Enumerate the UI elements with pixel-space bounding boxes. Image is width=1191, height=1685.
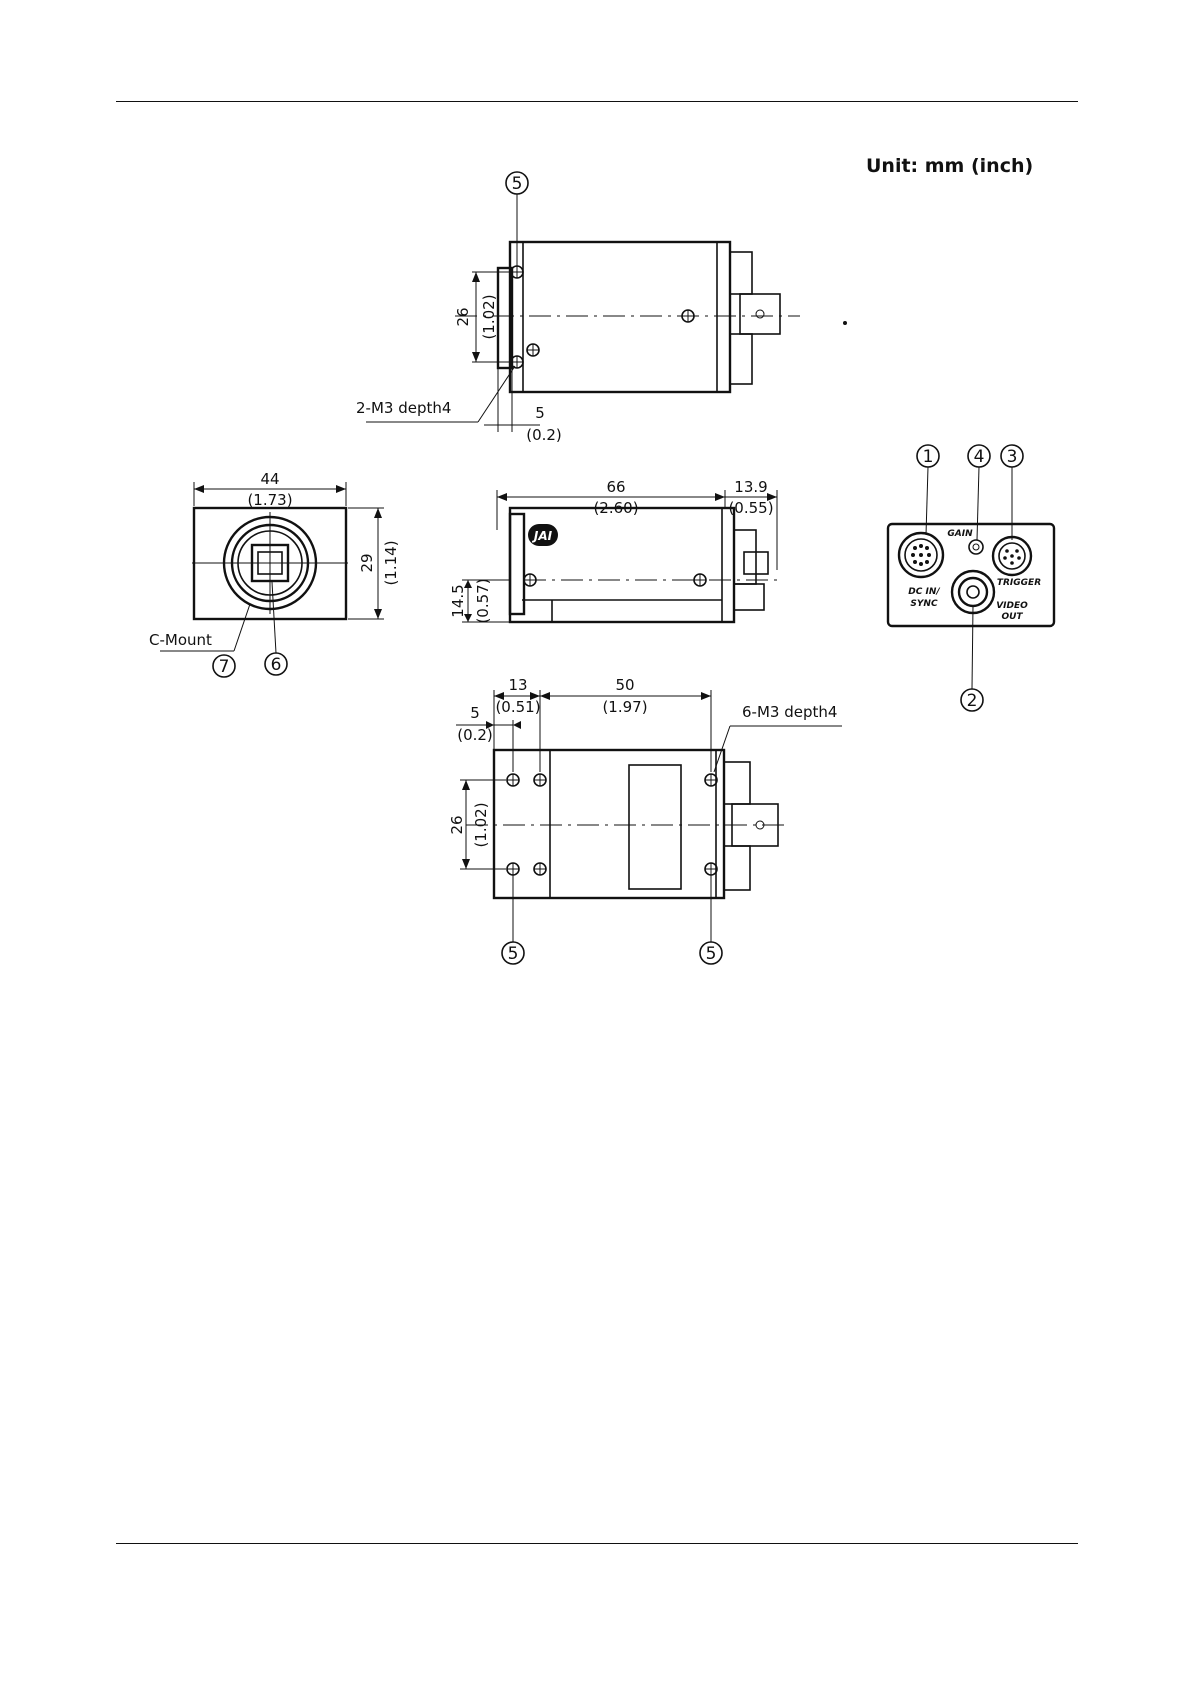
bottom-view-screw-6 [705, 863, 717, 875]
front-dim-width-in: (1.73) [247, 491, 292, 509]
video-label-1: VIDEO [996, 601, 1028, 611]
callout-5-bottom-right: 5 [706, 944, 717, 964]
bottom-hole-note: 6-M3 depth4 [742, 703, 837, 721]
bottom-dim-h-in: (1.02) [472, 802, 490, 847]
top-hole-note: 2-M3 depth4 [356, 399, 451, 417]
c-mount-label: C-Mount [149, 631, 212, 649]
top-view-connector-lower [730, 334, 752, 384]
top-view-body [510, 242, 730, 392]
trigger-label: TRIGGER [997, 578, 1041, 588]
bottom-view-body [494, 750, 724, 898]
top-dim-offset-mm: 5 [535, 404, 545, 422]
top-view: 5 26 (1.02) 2-M3 depth4 5 (0.2) [356, 172, 847, 444]
bottom-dim-a-mm: 13 [508, 676, 527, 694]
side-view-screw-2 [694, 574, 706, 586]
callout-6: 6 [271, 655, 282, 675]
bottom-view: 13 (0.51) 50 (1.97) 5 (0.2) 26 (1.02) 6-… [448, 676, 842, 964]
top-view-screw-2 [511, 356, 523, 368]
side-view-screw-1 [524, 574, 536, 586]
bottom-view-screw-4 [534, 863, 546, 875]
side-dim-length-mm: 66 [606, 478, 625, 496]
side-dim-rear-mm: 13.9 [734, 478, 767, 496]
front-dim-width-mm: 44 [260, 470, 279, 488]
callout-2: 2 [967, 691, 978, 711]
bottom-dim-a-in: (0.51) [495, 698, 540, 716]
callout-3: 3 [1007, 447, 1018, 467]
callout-4: 4 [974, 447, 985, 467]
callout-1: 1 [923, 447, 934, 467]
side-dim-center-mm: 14.5 [449, 584, 467, 617]
bottom-dim-h-mm: 26 [448, 815, 466, 834]
bottom-dim-c-in: (0.2) [457, 726, 493, 744]
dcin-label-2: SYNC [910, 599, 938, 609]
side-view: JAI 66 (2.60) 13.9 (0.55) 14.5 (0.57) [449, 478, 780, 624]
bottom-view-label-plate [629, 765, 681, 889]
front-dim-height-mm: 29 [358, 553, 376, 572]
bottom-dim-b-in: (1.97) [602, 698, 647, 716]
top-view-screw-4 [682, 310, 694, 322]
side-dim-rear-in: (0.55) [728, 499, 773, 517]
top-view-screw-1 [511, 266, 523, 278]
bottom-dim-b-mm: 50 [615, 676, 634, 694]
side-dim-center-in: (0.57) [474, 578, 492, 623]
side-dim-length-in: (2.60) [593, 499, 638, 517]
side-view-logo: JAI [532, 529, 553, 543]
unit-label: Unit: mm (inch) [866, 155, 1033, 177]
bottom-view-screw-3 [507, 863, 519, 875]
top-view-bnc [740, 294, 780, 334]
bottom-view-screw-2 [534, 774, 546, 786]
bottom-view-screw-5 [705, 774, 717, 786]
front-dim-height-in: (1.14) [382, 540, 400, 585]
video-label-2: OUT [1001, 612, 1023, 622]
callout-7: 7 [219, 657, 230, 677]
top-dim-height-mm: 26 [454, 307, 472, 326]
bottom-dim-c-mm: 5 [470, 704, 480, 722]
top-dim-offset-in: (0.2) [526, 426, 562, 444]
front-view: 44 (1.73) 29 (1.14) C-Mount 7 6 [149, 470, 400, 677]
rear-panel: GAIN DC IN/ SYNC TRIGGER VIDEO OUT 1 4 3… [888, 445, 1054, 711]
gain-potentiometer [969, 540, 983, 554]
gain-label: GAIN [947, 529, 973, 539]
top-view-connector-upper [730, 252, 752, 294]
bottom-view-screw-1 [507, 774, 519, 786]
callout-5-top: 5 [512, 174, 523, 194]
top-view-screw-3 [527, 344, 539, 356]
dcin-label-1: DC IN/ [908, 587, 940, 597]
top-dim-height-in: (1.02) [480, 294, 498, 339]
callout-5-bottom-left: 5 [508, 944, 519, 964]
